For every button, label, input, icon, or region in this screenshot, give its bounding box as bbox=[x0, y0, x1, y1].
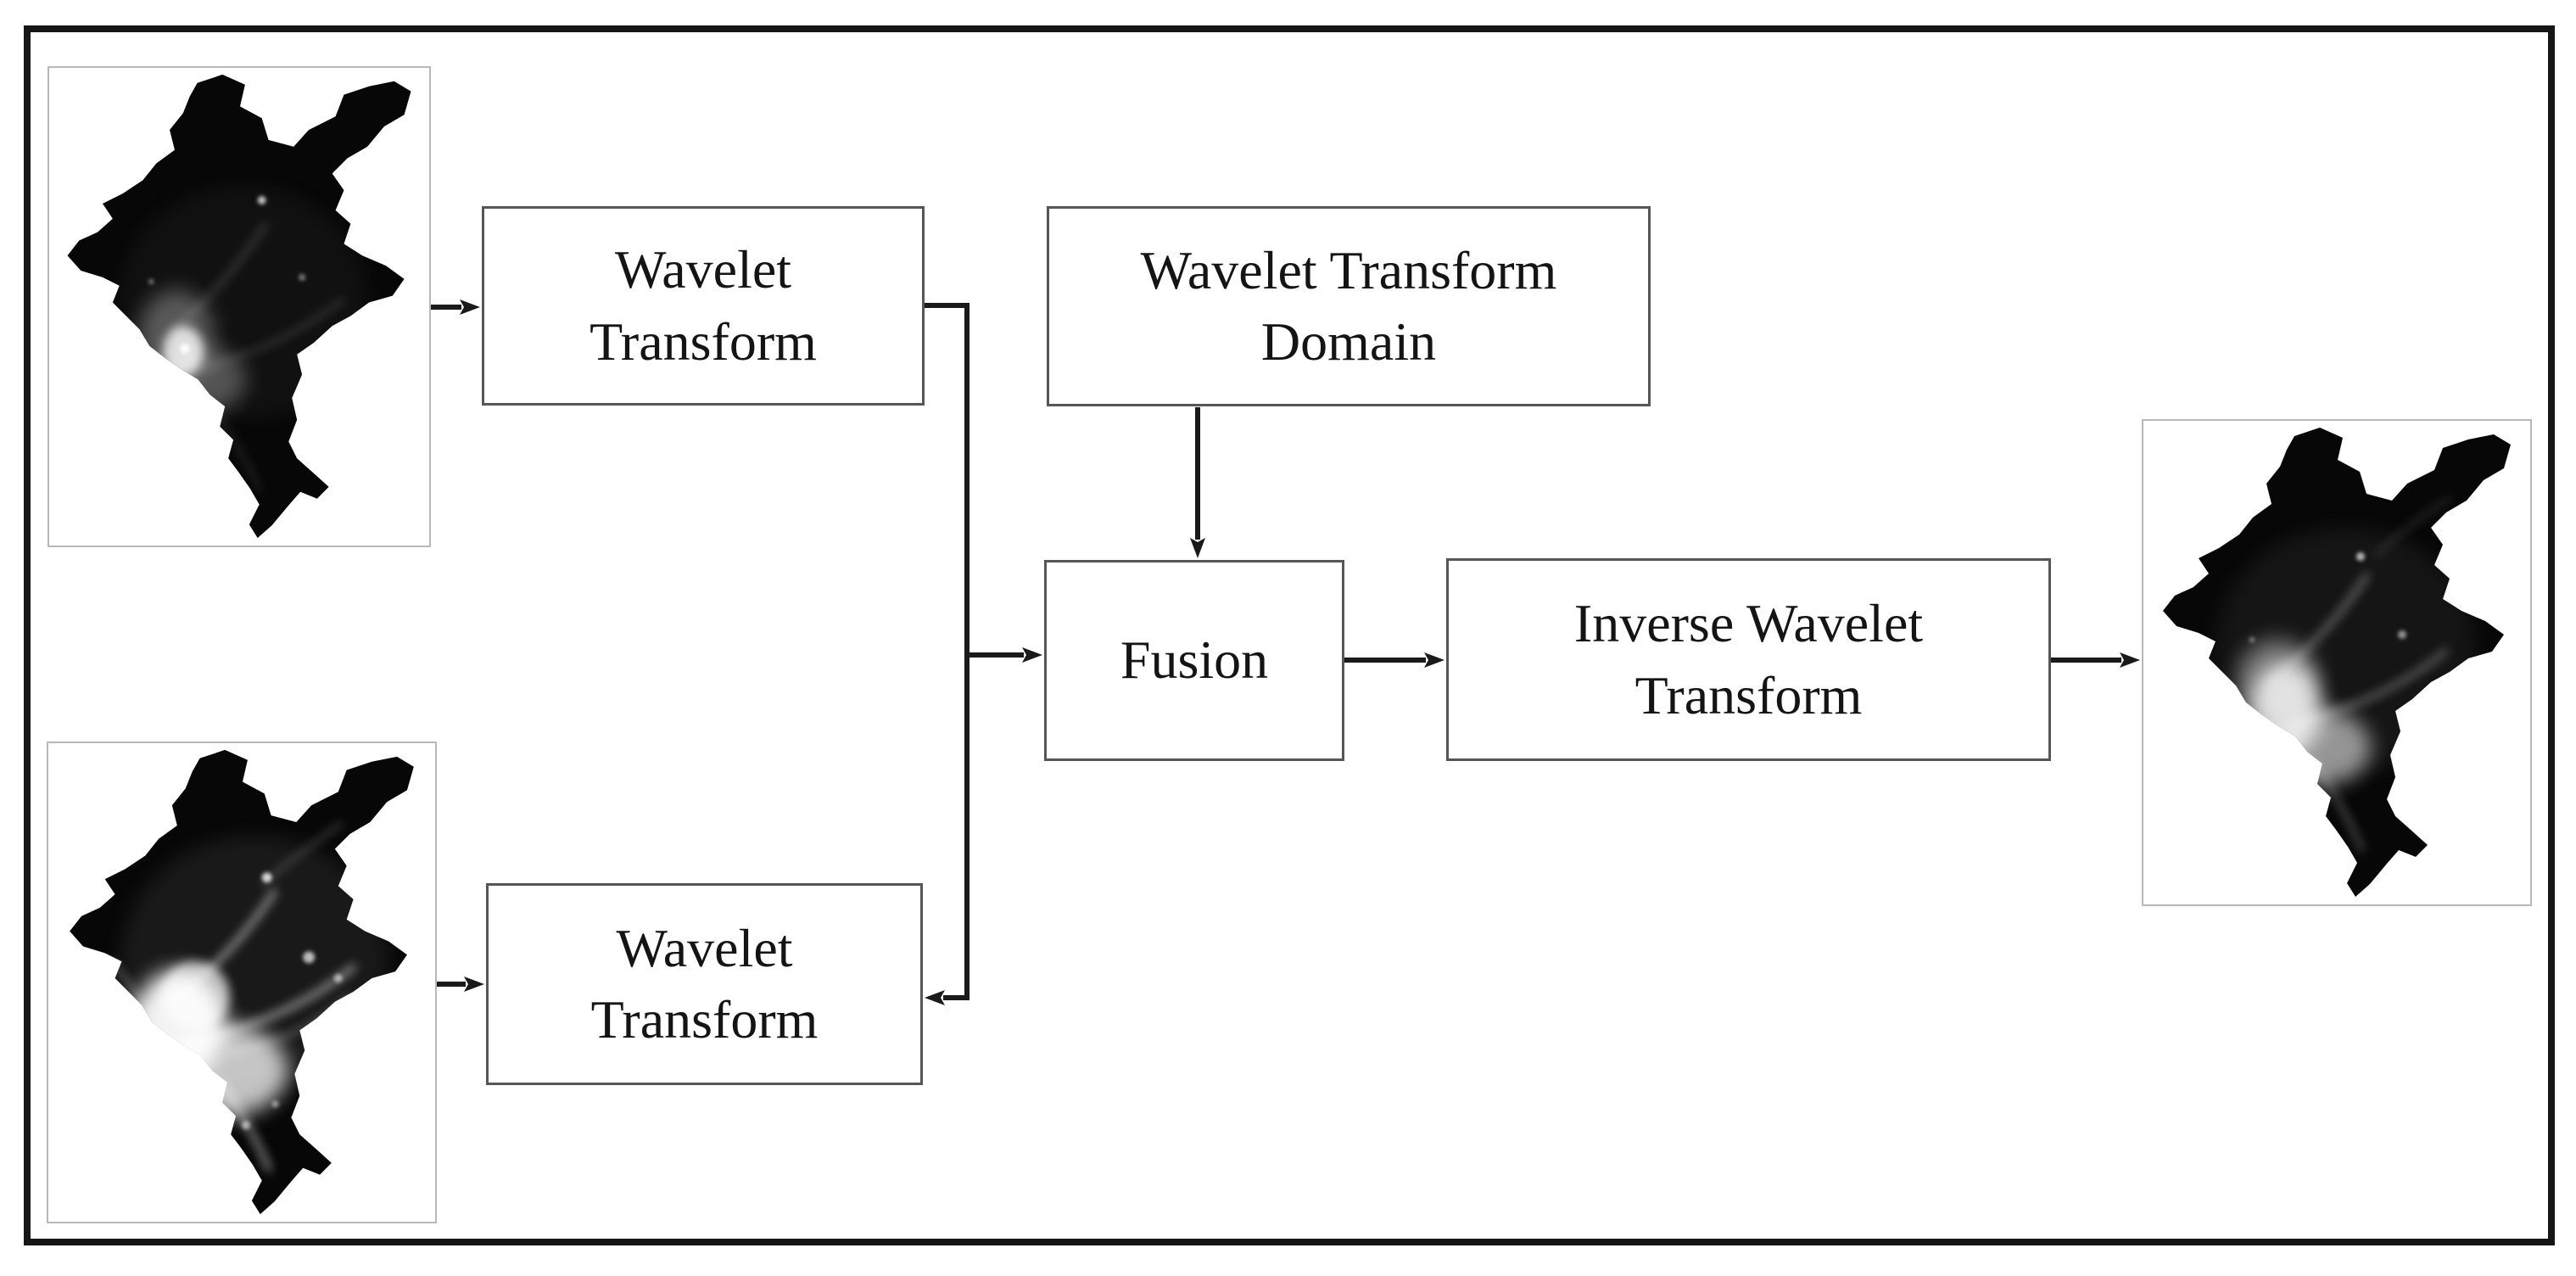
node-inverse-wavelet-transform: Inverse Wavelet Transform bbox=[1446, 558, 2051, 761]
node-wavelet-transform-bottom: Wavelet Transform bbox=[486, 883, 923, 1085]
node-label: Wavelet Transform bbox=[590, 917, 819, 1049]
nightlight-map-bright bbox=[70, 749, 414, 1215]
node-label: Wavelet Transform Domain bbox=[1140, 239, 1557, 372]
input-image-bottom bbox=[47, 742, 437, 1223]
input-image-top bbox=[47, 66, 431, 547]
node-label: Fusion bbox=[1120, 630, 1269, 691]
node-wavelet-transform-domain: Wavelet Transform Domain bbox=[1047, 206, 1651, 406]
nightlight-map-dark bbox=[67, 74, 411, 539]
output-image bbox=[2142, 419, 2532, 906]
node-label: Inverse Wavelet Transform bbox=[1573, 593, 1924, 725]
node-label: Wavelet Transform bbox=[590, 239, 817, 372]
node-fusion: Fusion bbox=[1044, 560, 1344, 761]
nightlight-map-fused bbox=[2163, 428, 2511, 897]
node-wavelet-transform-top: Wavelet Transform bbox=[482, 206, 925, 406]
